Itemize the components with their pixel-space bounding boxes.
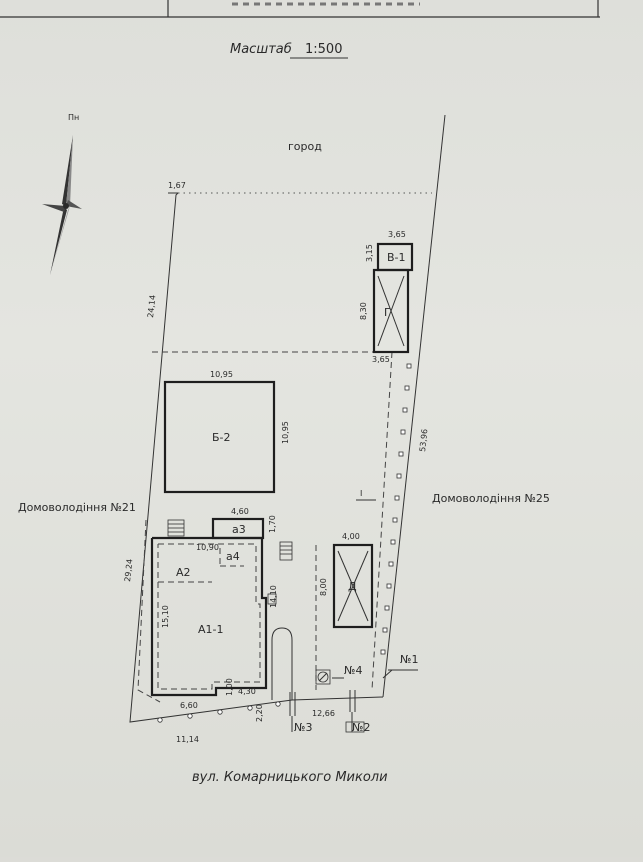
steps-small (267, 593, 277, 605)
title-block-frame (0, 0, 600, 18)
marker-n1: №1 (382, 653, 418, 679)
svg-text:а4: а4 (226, 550, 240, 563)
svg-text:№4: №4 (344, 664, 362, 677)
svg-text:10,90: 10,90 (196, 543, 219, 552)
dim-bottom-gap: 2,20 (255, 704, 264, 722)
marker-n2: №2 (345, 690, 370, 734)
dim-right-side: 53,96 (418, 428, 429, 452)
walkway (271, 627, 293, 700)
svg-text:3,65: 3,65 (388, 230, 406, 239)
building-a1: а3 4,60 1,70 а4 А2 А1-1 10,90 15,10 14,1… (150, 507, 278, 710)
svg-text:№1: №1 (400, 653, 418, 666)
svg-text:6,60: 6,60 (180, 701, 198, 710)
svg-text:Масштаб: Масштаб (230, 42, 292, 57)
marker-n3: №3 (289, 692, 312, 734)
street-label: вул. Комарницького Миколи (192, 770, 388, 785)
svg-text:8,30: 8,30 (359, 302, 368, 320)
svg-text:15,10: 15,10 (161, 605, 170, 628)
dim-bottom-right: 12,66 (312, 709, 335, 718)
marker-n4: №4 (315, 664, 362, 685)
svg-text:4,60: 4,60 (231, 507, 249, 516)
site-boundary (129, 114, 446, 723)
svg-text:3,65: 3,65 (372, 355, 390, 364)
scale-label: Масштаб 1:500 (230, 42, 348, 59)
svg-text:4,30: 4,30 (238, 687, 256, 696)
svg-text:I: I (360, 489, 362, 498)
dim-left-lower: 29,24 (123, 558, 134, 582)
svg-text:4,00: 4,00 (342, 532, 360, 541)
svg-text:Г: Г (384, 306, 391, 319)
building-d: 4,00 8,00 Д (315, 532, 374, 690)
svg-text:а3: а3 (232, 523, 246, 536)
right-neighbor-label: Домоволодіння №25 (432, 492, 550, 505)
svg-text:Пн: Пн (68, 113, 79, 122)
dim-left-upper: 24,14 (146, 294, 157, 318)
svg-text:В-1: В-1 (387, 251, 406, 264)
svg-text:А1-1: А1-1 (198, 623, 224, 636)
building-v1-g: 3,65 3,15 В-1 8,30 3,65 Г (359, 230, 414, 364)
left-neighbor-label: Домоволодіння №21 (18, 501, 136, 514)
dim-bottom-left: 11,14 (176, 735, 199, 744)
stairs-left (167, 519, 185, 537)
building-b2: 10,95 10,95 Б-2 (163, 370, 290, 494)
svg-text:3,15: 3,15 (365, 244, 374, 262)
north-arrow-icon: Пн (42, 113, 82, 275)
svg-text:1,70: 1,70 (268, 515, 277, 533)
stairs-right (279, 541, 293, 561)
svg-text:№2: №2 (352, 721, 370, 734)
svg-text:1,00: 1,00 (225, 678, 234, 696)
svg-text:Д: Д (348, 580, 357, 593)
inner-boundary-line (371, 351, 393, 691)
garden-label: город (288, 140, 322, 153)
left-passage-line (137, 519, 161, 703)
svg-text:1:500: 1:500 (305, 42, 342, 57)
svg-text:10,95: 10,95 (281, 421, 290, 444)
svg-text:Б-2: Б-2 (212, 431, 231, 444)
svg-text:10,95: 10,95 (210, 370, 233, 379)
svg-text:№3: №3 (294, 721, 312, 734)
svg-text:А2: А2 (176, 566, 191, 579)
svg-text:8,00: 8,00 (319, 578, 328, 596)
section-marker-i: I (356, 489, 376, 501)
svg-text:14,10: 14,10 (269, 585, 278, 608)
dim-top-left-offset: 1,67 (168, 181, 186, 190)
